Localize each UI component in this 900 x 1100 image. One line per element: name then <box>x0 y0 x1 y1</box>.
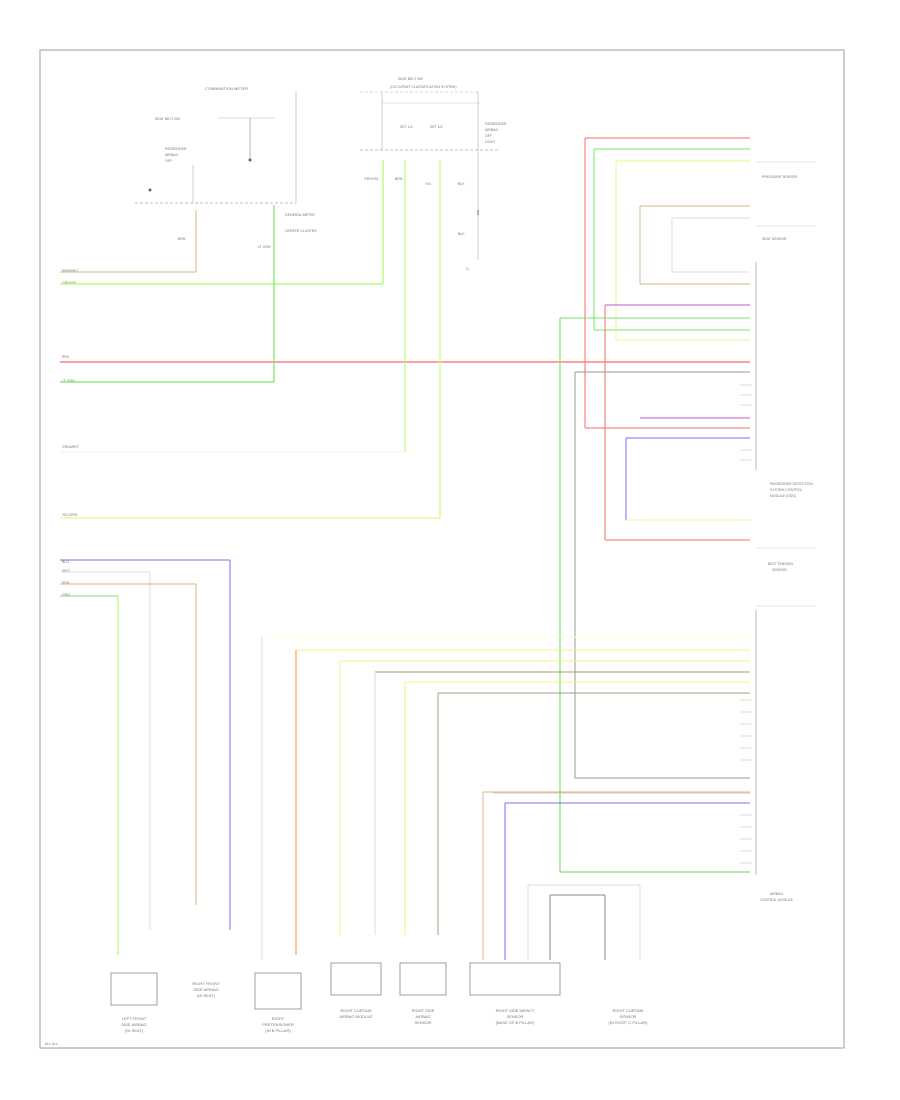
svg-text:AIRBAG: AIRBAG <box>165 153 179 157</box>
svg-text:OFF: OFF <box>485 134 492 138</box>
svg-text:CENTER CLUSTER: CENTER CLUSTER <box>285 229 317 233</box>
svg-text:OFF: OFF <box>165 159 172 163</box>
svg-text:(IN ROOF, C PILLAR): (IN ROOF, C PILLAR) <box>609 1020 649 1025</box>
svg-text:(BASE OF B PILLAR): (BASE OF B PILLAR) <box>496 1020 535 1025</box>
wire-label-blu: BLU <box>62 560 69 564</box>
combination-meter-block: COMBINATION METER SEAT BELT SW PASSENGER… <box>135 86 317 249</box>
svg-text:RIGHT SIDE: RIGHT SIDE <box>412 1008 435 1013</box>
wire-label-brn: BRN <box>62 581 70 585</box>
svg-text:SIDE AIRBAG: SIDE AIRBAG <box>193 987 218 992</box>
right-side-impact-sensor-box <box>469 962 561 996</box>
svg-text:SENSOR: SENSOR <box>772 568 787 572</box>
svg-text:(IN B PILLAR): (IN B PILLAR) <box>265 1028 291 1033</box>
svg-text:SENSOR: SENSOR <box>620 1014 637 1019</box>
svg-text:BRN: BRN <box>395 177 403 181</box>
svg-text:SENSOR: SENSOR <box>507 1014 524 1019</box>
svg-text:PASSENGER DETECTION: PASSENGER DETECTION <box>770 482 813 486</box>
svg-text:SEAT BELT SW: SEAT BELT SW <box>398 77 424 81</box>
wire-label-lt-grn: LT GRN <box>62 379 75 383</box>
svg-text:GRN/YEL: GRN/YEL <box>364 177 379 181</box>
svg-text:LEFT FRONT: LEFT FRONT <box>122 1016 147 1021</box>
wire-label-yel-grn: YEL/GRN <box>62 513 78 517</box>
wire-label-grn: GRN <box>62 593 70 597</box>
svg-text:AIRBAG MODULE: AIRBAG MODULE <box>339 1014 373 1019</box>
bottom-components: LEFT FRONT SIDE AIRBAG (IN SEAT) RIGHT F… <box>45 962 649 1046</box>
right-curtain-sensor-label: RIGHT CURTAIN <box>613 1008 644 1013</box>
svg-text:RIGHT CURTAIN: RIGHT CURTAIN <box>341 1008 372 1013</box>
right-side-airbag-sensor-box <box>399 962 447 996</box>
svg-text:PASSENGER: PASSENGER <box>485 122 507 126</box>
svg-text:GENERAL METER: GENERAL METER <box>285 213 315 217</box>
footer-label: ALL ALL <box>45 1042 58 1046</box>
svg-text:SIDE AIRBAG: SIDE AIRBAG <box>121 1022 146 1027</box>
svg-text:AIRBAG: AIRBAG <box>415 1014 430 1019</box>
svg-text:SET 1/4: SET 1/4 <box>400 125 413 129</box>
wire-label-grn-yel: GRN/YEL <box>62 281 77 285</box>
airbag-control-module-label: AIRBAG <box>770 892 784 896</box>
svg-text:LT GRN: LT GRN <box>258 245 271 249</box>
svg-text:AIRBAG: AIRBAG <box>485 128 499 132</box>
svg-text:(IN SEAT): (IN SEAT) <box>197 993 216 998</box>
svg-text:PRETENSIONER: PRETENSIONER <box>262 1022 294 1027</box>
wire-label-red: RED <box>62 355 70 359</box>
svg-text:RIGHT SIDE IMPACT: RIGHT SIDE IMPACT <box>496 1008 535 1013</box>
svg-text:SET 1/2: SET 1/2 <box>430 125 443 129</box>
svg-text:SYSTEM CONTROL: SYSTEM CONTROL <box>770 488 803 492</box>
left-front-side-airbag-box <box>110 972 158 1006</box>
diagram-border <box>39 49 845 1049</box>
passenger-airbag-off-light-block: SEAT BELT SW (OCCUPANT CLASSIFICATION SY… <box>360 77 507 271</box>
svg-text:BLK: BLK <box>458 182 465 186</box>
right-curtain-airbag-box <box>330 962 382 996</box>
left-harness: BRN/WHT GRN/YEL RED LT GRN GRN/WHT YEL/G… <box>60 160 750 955</box>
svg-text:G: G <box>466 267 469 271</box>
wire-label-grn-wht: GRN/WHT <box>62 445 80 449</box>
belt-tension-sensor-label: BELT TENSION <box>768 562 793 566</box>
combination-meter-label: COMBINATION METER <box>205 86 248 91</box>
svg-text:LIGHT: LIGHT <box>485 140 496 144</box>
module-pin-ticks <box>740 384 752 864</box>
seat-sensor-label: SEAT SENSOR <box>762 237 787 241</box>
svg-text:YEL: YEL <box>425 182 432 186</box>
svg-text:PASSENGER: PASSENGER <box>165 147 187 151</box>
svg-text:BRN: BRN <box>178 237 186 241</box>
pressure-sensor-label: PRESSURE SENSOR <box>762 175 797 179</box>
right-harness: PRESSURE SENSOR SEAT SENSOR PASSENGER DE… <box>559 137 816 902</box>
lower-harness <box>261 636 750 960</box>
right-front-side-airbag-label: RIGHT FRONT <box>192 981 220 986</box>
wire-label-wht: WHT <box>62 569 71 573</box>
seat-belt-switch-label: SEAT BELT SW <box>155 117 181 121</box>
right-pretensioner-box <box>254 972 302 1010</box>
svg-text:(IN SEAT): (IN SEAT) <box>125 1028 144 1033</box>
svg-text:MODULE (ODS): MODULE (ODS) <box>770 494 796 498</box>
svg-text:(OCCUPANT CLASSIFICATION SYSTE: (OCCUPANT CLASSIFICATION SYSTEM) <box>390 85 457 89</box>
svg-text:RIGHT: RIGHT <box>272 1016 285 1021</box>
svg-text:CONTROL MODULE: CONTROL MODULE <box>760 898 794 902</box>
wire-label-brn-wht: BRN/WHT <box>62 269 79 273</box>
svg-text:SENSOR: SENSOR <box>415 1020 432 1025</box>
svg-text:BLK: BLK <box>458 232 465 236</box>
